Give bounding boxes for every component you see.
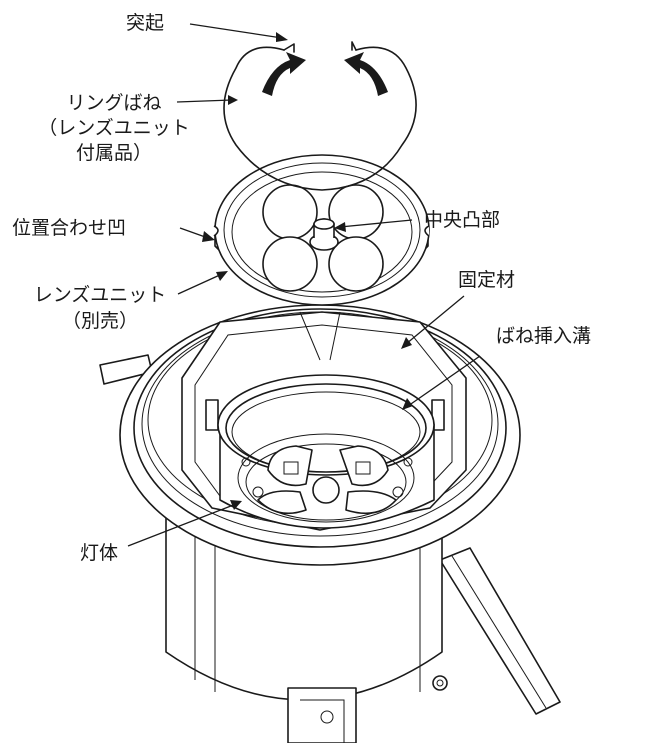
lens-unit-drawing [213,154,430,306]
rotation-arrow-icon [262,52,306,96]
rotation-arrow-icon [344,52,388,96]
lamp-body-label: 灯体 [80,542,119,564]
ring-spring-drawing [223,41,417,191]
spring-groove-label: ばね挿入溝 [496,325,592,347]
lens-unit-label-line2: （別売） [61,310,138,332]
alignment-notch-label: 位置合わせ凹 [12,217,127,239]
fixing-member-label: 固定材 [458,269,516,291]
ring-spring-label-line1: リングばね [66,92,162,114]
ring-spring-label-line2: （レンズユニット [38,117,190,139]
lamp-body-drawing [99,304,561,744]
lens-unit-label-line1: レンズユニット [33,284,167,306]
center-boss-label: 中央凸部 [424,209,501,231]
protrusion-label: 突起 [126,12,165,34]
ring-spring-label-line3: 付属品） [75,142,152,164]
leader-lines [127,23,481,547]
